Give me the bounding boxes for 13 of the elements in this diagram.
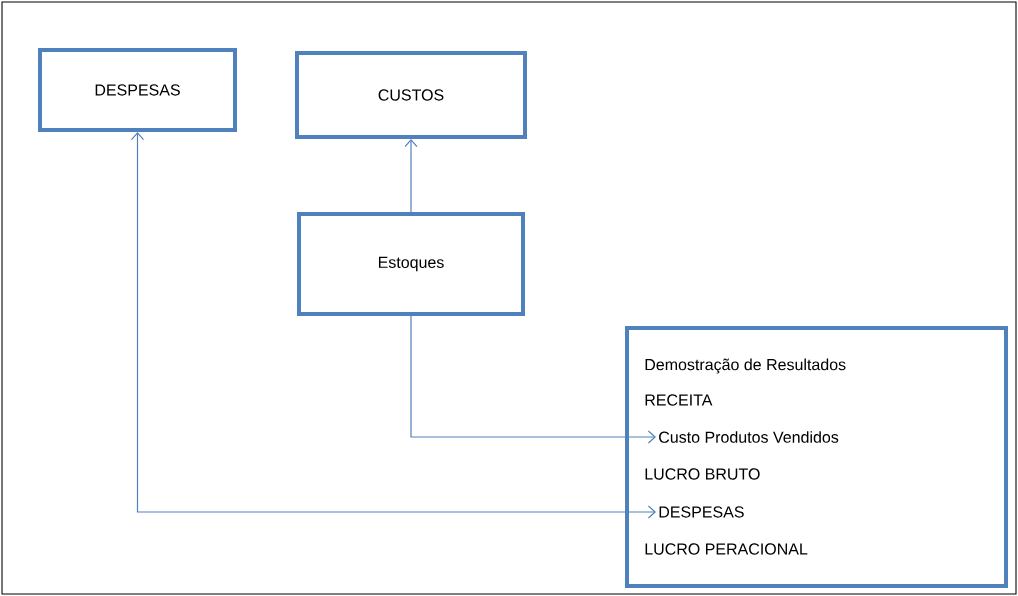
process-box: Estoques xyxy=(297,212,525,316)
arrow xyxy=(404,139,418,213)
statement-line: Custo Produtos Vendidos xyxy=(659,431,839,443)
result-box xyxy=(625,326,1008,588)
statement-line: RECEITA xyxy=(645,394,713,406)
statement-line: DESPESAS xyxy=(659,506,744,518)
statement-line: LUCRO PERACIONAL xyxy=(645,543,808,555)
process-box: CUSTOS xyxy=(295,51,527,139)
arrow xyxy=(410,315,656,444)
arrow xyxy=(130,132,656,519)
statement-line: Demostração de Resultados xyxy=(645,358,846,374)
statement-line: LUCRO BRUTO xyxy=(645,468,760,480)
process-box: DESPESAS xyxy=(38,48,237,132)
